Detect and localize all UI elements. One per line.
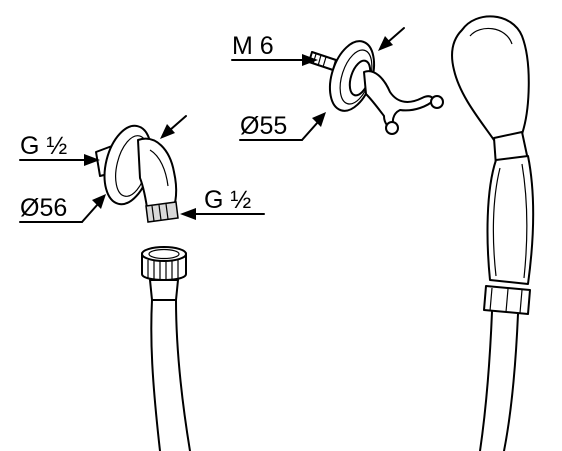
label-g12-inlet: G ½	[20, 132, 67, 160]
wall-holder: M 6 Ø55	[231, 27, 444, 141]
hand-shower	[451, 15, 535, 451]
shower-hose	[141, 246, 191, 451]
label-g12-outlet: G ½	[204, 186, 251, 214]
holder-hook	[363, 70, 435, 130]
elbow-outlet-nut	[145, 201, 179, 223]
elbow-body	[137, 137, 178, 215]
label-d55: Ø55	[240, 112, 287, 140]
wall-elbow: G ½ Ø56 G ½	[19, 115, 265, 223]
label-d56: Ø56	[20, 194, 67, 222]
label-m6: M 6	[232, 32, 274, 60]
shower-grip	[486, 155, 535, 285]
shower-head	[451, 15, 530, 149]
